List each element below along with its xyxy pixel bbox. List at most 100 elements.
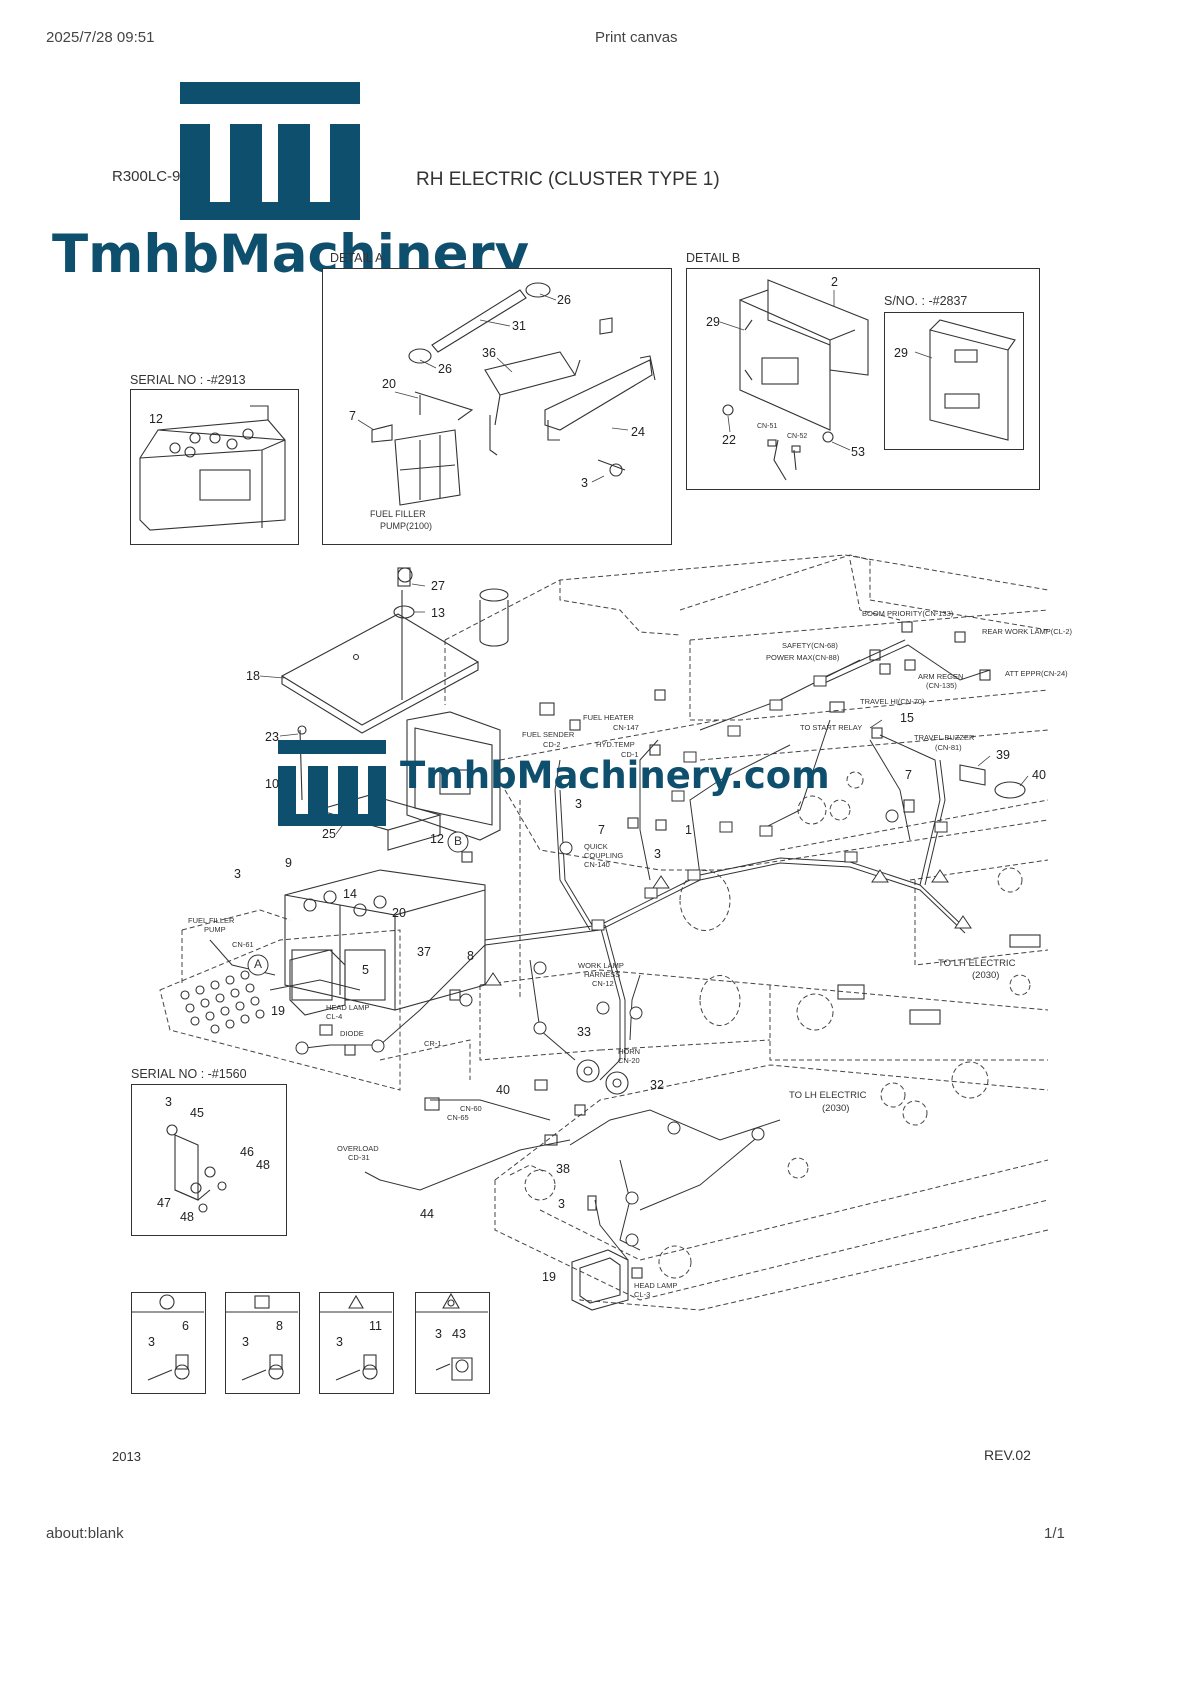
part-18: 18 [246, 669, 260, 683]
part-3-c: 3 [654, 847, 661, 861]
label-overload: OVERLOAD [337, 1144, 379, 1153]
label-cn51: CN-51 [757, 423, 778, 430]
label-safety: SAFETY(CN-68) [782, 641, 838, 650]
part-19-b: 19 [542, 1270, 556, 1284]
label-to-lh-electric-2: TO LH ELECTRIC [789, 1090, 867, 1101]
label-to-lh-electric-2b: (2030) [822, 1103, 850, 1114]
part-37: 37 [417, 945, 431, 959]
part-3-b: 3 [575, 797, 582, 811]
label-travel-hi: TRAVEL HI(CN-70) [860, 697, 925, 706]
serial-2913-label: SERIAL NO : -#2913 [130, 373, 246, 387]
label-arm-regen-cn: (CN-135) [926, 681, 957, 690]
label-horn-cn: CN-20 [618, 1056, 640, 1065]
label-cn52: CN-52 [787, 433, 808, 440]
label-fuel-heater-cn: CN-147 [613, 723, 639, 732]
part-33: 33 [577, 1025, 591, 1039]
label-horn: HORN [618, 1047, 641, 1056]
part-23: 23 [265, 730, 279, 744]
part-39: 39 [996, 748, 1010, 762]
label-quick-coupling-cn: CN-140 [584, 860, 610, 869]
part-40-a: 40 [1032, 768, 1046, 782]
legend-triangle-box [319, 1292, 394, 1394]
sheet-title: RH ELECTRIC (CLUSTER TYPE 1) [416, 169, 720, 190]
label-power-max: POWER MAX(CN-88) [766, 653, 840, 662]
label-cl4: CL-4 [326, 1012, 343, 1021]
brand-logo-icon [180, 82, 360, 220]
part-11: 11 [369, 1319, 382, 1333]
label-to-start-relay: TO START RELAY [800, 723, 863, 732]
label-cr1: CR-1 [424, 1039, 442, 1048]
part-3-a: 3 [581, 476, 588, 490]
part-6: 6 [182, 1319, 189, 1333]
detail-a-label: DETAIL A [330, 251, 384, 265]
label-head-lamp-cl4: HEAD LAMP [326, 1003, 370, 1012]
footer-year: 2013 [112, 1449, 141, 1464]
label-cl3: CL-3 [634, 1290, 651, 1299]
serial-1560-label: SERIAL NO : -#1560 [131, 1067, 247, 1081]
label-hyd-temp: HYD.TEMP [596, 740, 635, 749]
part-13: 13 [431, 606, 445, 620]
part-3-f: 3 [165, 1095, 172, 1109]
part-12-b: 12 [430, 832, 444, 846]
part-29-a: 29 [706, 315, 720, 329]
part-1: 1 [685, 823, 692, 837]
part-3-g: 3 [148, 1335, 155, 1349]
part-9: 9 [285, 856, 292, 870]
part-7-c: 7 [598, 823, 605, 837]
part-5: 5 [362, 963, 369, 977]
print-title: Print canvas [595, 29, 678, 46]
part-12-a: 12 [149, 412, 163, 426]
part-44: 44 [420, 1207, 434, 1221]
footer-rev: REV.02 [984, 1447, 1031, 1463]
model-label: R300LC-9 [112, 168, 181, 185]
part-3-j: 3 [435, 1327, 442, 1341]
label-to-lh-electric-1b: (2030) [972, 970, 1000, 981]
label-boom-priority: BOOM PRIORITY(CN-133) [862, 609, 954, 618]
label-cn60: CN-60 [460, 1104, 482, 1113]
sno-2837-label: S/NO. : -#2837 [884, 294, 968, 308]
callout-b: B [454, 834, 463, 848]
serial-2913-box [130, 389, 299, 545]
print-url: about:blank [46, 1525, 124, 1542]
callout-a: A [254, 957, 263, 971]
part-19-a: 19 [271, 1004, 285, 1018]
label-arm-regen: ARM REGEN [918, 672, 964, 681]
part-26-top: 26 [557, 293, 571, 307]
part-24: 24 [631, 425, 645, 439]
part-38: 38 [556, 1162, 570, 1176]
part-32: 32 [650, 1078, 664, 1092]
label-head-lamp-cl3: HEAD LAMP [634, 1281, 678, 1290]
legend-square-box [225, 1292, 300, 1394]
brand-site: TmhbMachinery.com [400, 754, 830, 797]
label-work-lamp: WORK LAMP [578, 961, 624, 970]
label-to-lh-electric-1: TO LH ELECTRIC [938, 958, 1016, 969]
label-hyd-temp-cd: CD-1 [621, 750, 639, 759]
part-3-e: 3 [558, 1197, 565, 1211]
label-overload-cd: CD-31 [348, 1153, 370, 1162]
part-3-d: 3 [234, 867, 241, 881]
label-work-lamp-2: HARNESS [584, 970, 621, 979]
fuel-pump-label-2: PUMP(2100) [380, 521, 433, 531]
part-26-mid: 26 [438, 362, 452, 376]
label-fuel-filler-pump: FUEL FILLER [188, 916, 235, 925]
label-cn65: CN-65 [447, 1113, 469, 1122]
part-47: 47 [157, 1196, 171, 1210]
part-10: 10 [265, 777, 279, 791]
label-fuel-sender-cd: CD-2 [543, 740, 561, 749]
part-20-a: 20 [382, 377, 396, 391]
part-20-b: 20 [392, 906, 406, 920]
part-29-b: 29 [894, 346, 908, 360]
label-diode: DIODE [340, 1029, 364, 1038]
label-travel-buzzer: TRAVEL BUZZER [914, 733, 975, 742]
label-quick-coupling-2: COUPLING [584, 851, 624, 860]
part-22: 22 [722, 433, 736, 447]
part-48-a: 48 [256, 1158, 270, 1172]
label-travel-buzzer-cn: (CN-81) [935, 743, 962, 752]
part-14: 14 [343, 887, 357, 901]
part-46: 46 [240, 1145, 254, 1159]
part-53: 53 [851, 445, 865, 459]
print-datetime: 2025/7/28 09:51 [46, 29, 155, 46]
part-7-b: 7 [905, 768, 912, 782]
part-36: 36 [482, 346, 496, 360]
